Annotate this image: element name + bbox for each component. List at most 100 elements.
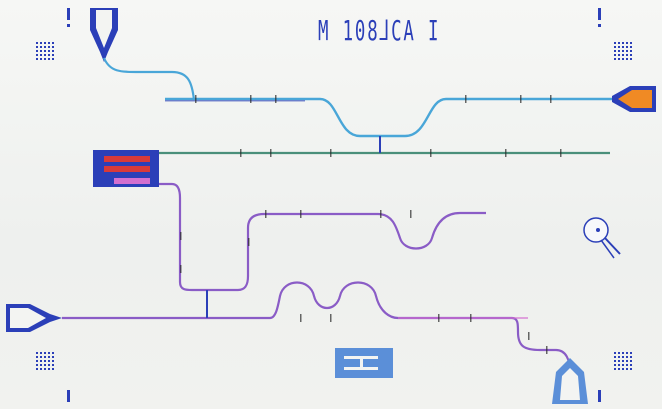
top-coupler-pad-inner (96, 10, 112, 48)
dot (630, 42, 632, 44)
dot (44, 352, 46, 354)
dot (44, 356, 46, 358)
waveguide-tick (505, 149, 507, 157)
dot (630, 368, 632, 370)
waveguide-tick (528, 332, 530, 340)
dot (630, 356, 632, 358)
dot (52, 46, 54, 48)
dot (36, 42, 38, 44)
dot (44, 360, 46, 362)
alignment-mark-icon (67, 8, 70, 20)
dot (48, 364, 50, 366)
dot (618, 360, 620, 362)
dot (622, 368, 624, 370)
dot (52, 42, 54, 44)
dot (626, 368, 628, 370)
waveguide-tick (180, 232, 182, 240)
dot (40, 54, 42, 56)
dot (630, 360, 632, 362)
dot (52, 356, 54, 358)
waveguide-tick (248, 238, 250, 246)
dot (36, 352, 38, 354)
dot (618, 368, 620, 370)
waveguide-tick (550, 95, 552, 103)
dot (36, 360, 38, 362)
dot (618, 46, 620, 48)
dot (44, 364, 46, 366)
dot (622, 46, 624, 48)
waveguide-tick (380, 210, 382, 218)
dot (40, 42, 42, 44)
dot (630, 364, 632, 366)
heater-gap (150, 154, 156, 182)
dot (52, 360, 54, 362)
waveguide-tick (560, 149, 562, 157)
waveguide-top-bus-shadow (165, 100, 305, 102)
waveguide-tick (250, 95, 252, 103)
waveguide-tick (430, 149, 432, 157)
dot (626, 46, 628, 48)
dot (614, 364, 616, 366)
test-pad (335, 348, 393, 378)
dot (618, 54, 620, 56)
waveguide-tick (546, 346, 548, 354)
alignment-mark-icon (67, 390, 70, 402)
dot (630, 50, 632, 52)
dot (630, 352, 632, 354)
dot (36, 58, 38, 60)
waveguide-top (102, 57, 196, 101)
waveguide-tick (300, 314, 302, 322)
dot (40, 368, 42, 370)
dot (626, 54, 628, 56)
dot (622, 352, 624, 354)
dot (614, 356, 616, 358)
dot (44, 46, 46, 48)
dot (614, 46, 616, 48)
dot (44, 54, 46, 56)
dot (626, 50, 628, 52)
dot (614, 360, 616, 362)
dot (622, 50, 624, 52)
dot (626, 356, 628, 358)
bottom-coupler-pad-inner (560, 368, 580, 400)
dot (52, 352, 54, 354)
waveguide-tick (300, 210, 302, 218)
dot (626, 42, 628, 44)
waveguide-tick (240, 149, 242, 157)
dot (618, 364, 620, 366)
alignment-mark-icon (598, 8, 601, 20)
dot (614, 368, 616, 370)
dot (618, 352, 620, 354)
dot (36, 368, 38, 370)
dot (40, 46, 42, 48)
dot (614, 42, 616, 44)
dot (622, 42, 624, 44)
dot (52, 58, 54, 60)
dot (52, 364, 54, 366)
dot (48, 54, 50, 56)
dot (622, 54, 624, 56)
waveguide-tick (465, 95, 467, 103)
waveguide-tick (438, 314, 440, 322)
dot-array-icon-bottom-right (614, 352, 632, 370)
chip-label: M 108⅃CA I (318, 14, 441, 47)
dot (48, 368, 50, 370)
dot (40, 360, 42, 362)
dot (44, 50, 46, 52)
dot (618, 50, 620, 52)
waveguide-tick (470, 314, 472, 322)
test-pad-slot-3 (360, 356, 363, 370)
waveguide-top-bus (165, 97, 612, 138)
waveguide-tick (330, 149, 332, 157)
dot-array-icon-bottom-left (36, 352, 54, 370)
waveguide-tick (180, 265, 182, 273)
dot (626, 364, 628, 366)
dot (48, 360, 50, 362)
dot (626, 360, 628, 362)
dot (630, 46, 632, 48)
dot (48, 46, 50, 48)
left-coupler-pad-inner (10, 308, 46, 328)
dot (618, 356, 620, 358)
